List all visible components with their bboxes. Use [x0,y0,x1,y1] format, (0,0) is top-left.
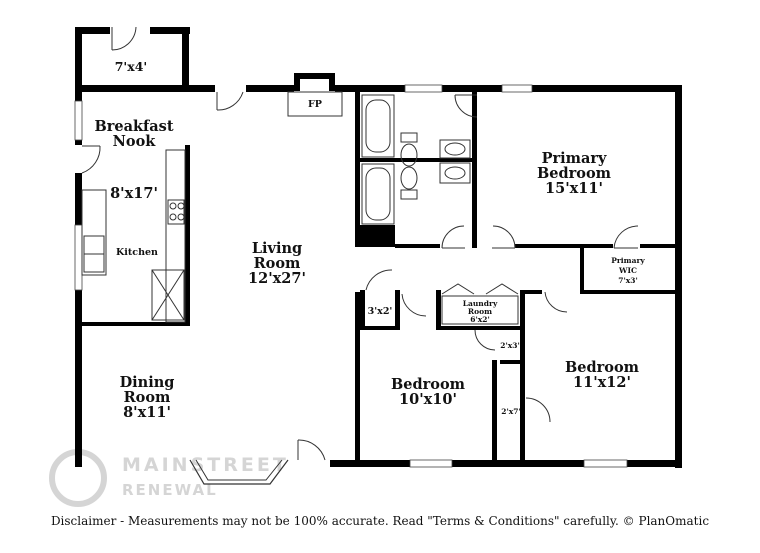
fireplace-label: FP [308,99,322,110]
closet-a-dim: 3'x2' [368,306,393,317]
primary-wic-dim: 7'x3' [618,276,638,285]
laundry-dim: 6'x2' [470,315,490,324]
fixtures [81,91,519,325]
walls [75,27,682,468]
closet-c-dim: 2'x7' [501,407,521,416]
living-room-dim: 12'x27' [248,270,306,287]
disclaimer-text: Disclaimer - Measurements may not be 100… [51,514,709,528]
closet-b-dim: 2'x3' [500,341,520,350]
storage-dim: 7'x4' [115,59,148,74]
bedroom-2-name: Bedroom [565,359,640,376]
bedroom-1-dim: 10'x10' [399,391,457,408]
primary-bedroom-name2: Bedroom [537,165,612,182]
primary-wic-name2: WIC [618,266,637,275]
doors [81,26,639,461]
breakfast-nook-name1: Breakfast [94,118,173,135]
dining-room-name1: Dining [120,374,175,391]
dining-room-dim: 8'x11' [123,404,171,421]
breakfast-nook-name2: Nook [113,133,157,150]
windows [74,84,628,485]
watermark: MAINSTREET RENEWAL [49,449,289,507]
living-room-name1: Living [252,240,302,257]
room-labels: 7'x4' FP Breakfast Nook 8'x17' Kitchen L… [94,59,645,421]
bedroom-2-dim: 11'x12' [573,374,631,391]
laundry-name1: Laundry [463,299,498,308]
watermark-line2: RENEWAL [122,481,218,499]
primary-bedroom-dim: 15'x11' [545,180,603,197]
bedroom-1-name: Bedroom [391,376,466,393]
breakfast-nook-dim: 8'x17' [110,185,158,202]
living-room-name2: Room [254,255,301,272]
kitchen-name: Kitchen [116,247,158,258]
laundry-name2: Room [468,307,492,316]
watermark-line1: MAINSTREET [122,454,289,476]
primary-bedroom-name1: Primary [542,150,607,167]
primary-wic-name1: Primary [611,256,645,265]
dining-room-name2: Room [124,389,171,406]
